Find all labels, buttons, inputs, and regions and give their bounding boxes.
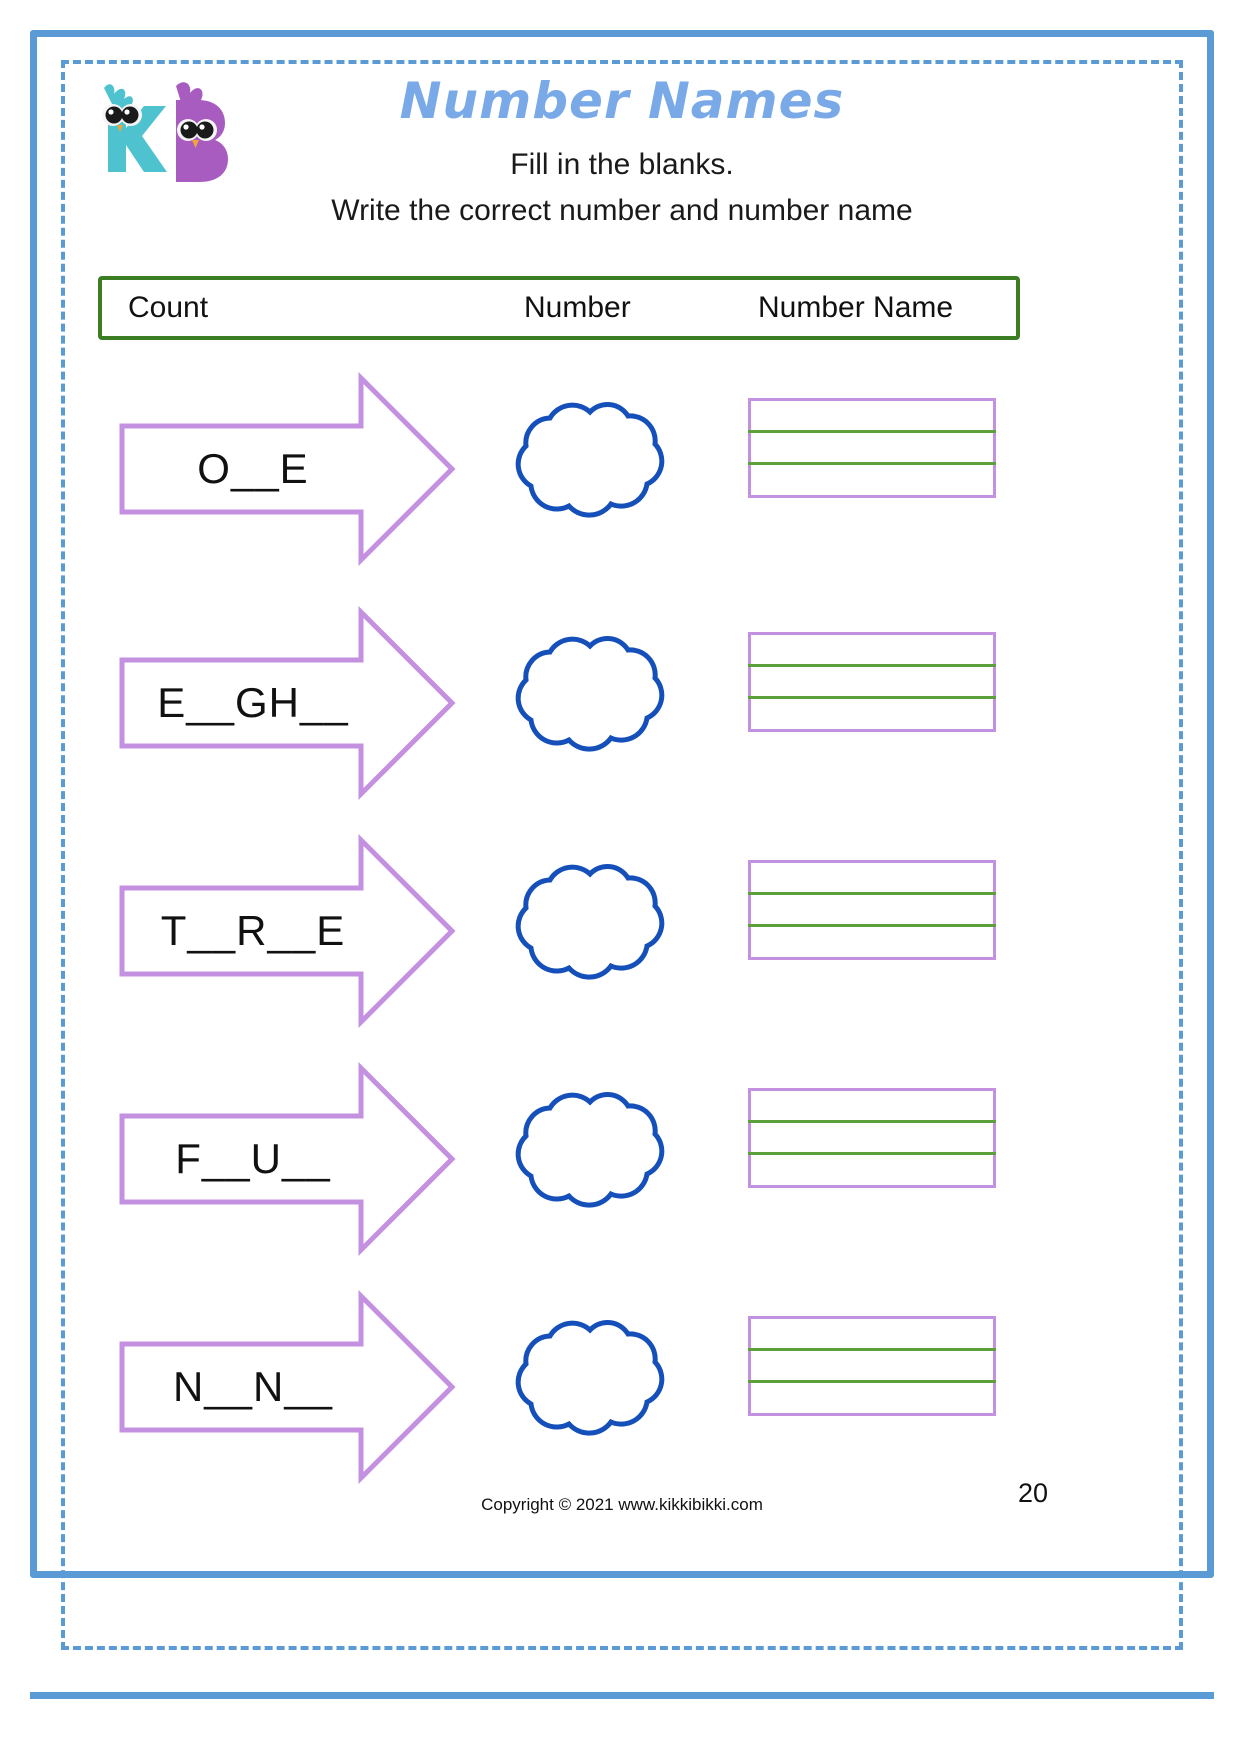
page-inner-dashed-border: [61, 60, 1183, 1650]
copyright-text: Copyright © 2021 www.kikkibikki.com: [481, 1495, 763, 1514]
count-prompt: N__N__: [172, 1363, 334, 1410]
guide-line: [748, 664, 996, 667]
instruction-line-2: Write the correct number and number name: [331, 194, 913, 227]
guide-line: [748, 1152, 996, 1155]
guide-line: [748, 430, 996, 433]
arrow-shape-icon: [118, 604, 456, 802]
guide-line: [748, 892, 996, 895]
thought-cloud-icon[interactable]: [488, 846, 688, 1006]
count-prompt: O__E: [197, 445, 309, 492]
thought-cloud-icon[interactable]: [488, 384, 688, 544]
number-name-answer-box[interactable]: [748, 860, 996, 960]
header-count: Count: [128, 291, 209, 324]
page-title: Number Names: [399, 72, 845, 130]
number-name-answer-box[interactable]: [748, 632, 996, 732]
thought-cloud-icon[interactable]: [488, 1074, 688, 1234]
page-bottom-rule: [30, 1692, 1214, 1699]
instruction-line-1: Fill in the blanks.: [510, 148, 734, 181]
count-prompt: T__R__E: [160, 907, 346, 954]
page-number: 20: [1017, 1478, 1048, 1508]
guide-line: [748, 462, 996, 465]
table-row: N__N__: [0, 1288, 1244, 1503]
arrow-shape-icon: [118, 1060, 456, 1258]
guide-line: [748, 924, 996, 927]
table-header-bar: Count Number Number Name: [98, 276, 1020, 340]
table-row: O__E: [0, 370, 1244, 585]
guide-line: [748, 1348, 996, 1351]
arrow-shape-icon: [118, 1288, 456, 1486]
guide-line: [748, 1120, 996, 1123]
arrow-shape-icon: [118, 370, 456, 568]
kikkibikki-logo-icon: [80, 72, 250, 192]
count-prompt: E__GH__: [157, 679, 349, 726]
table-row: E__GH__: [0, 604, 1244, 819]
arrow-shape-icon: [118, 832, 456, 1030]
number-name-answer-box[interactable]: [748, 1316, 996, 1416]
thought-cloud-icon[interactable]: [488, 1302, 688, 1462]
number-name-answer-box[interactable]: [748, 1088, 996, 1188]
header-number-name: Number Name: [758, 291, 954, 324]
table-row: F__U__: [0, 1060, 1244, 1275]
number-name-answer-box[interactable]: [748, 398, 996, 498]
count-prompt: F__U__: [175, 1135, 331, 1182]
table-row: T__R__E: [0, 832, 1244, 1047]
guide-line: [748, 696, 996, 699]
guide-line: [748, 1380, 996, 1383]
page-outer-border: [30, 30, 1214, 1578]
thought-cloud-icon[interactable]: [488, 618, 688, 778]
header-number: Number: [524, 291, 631, 324]
